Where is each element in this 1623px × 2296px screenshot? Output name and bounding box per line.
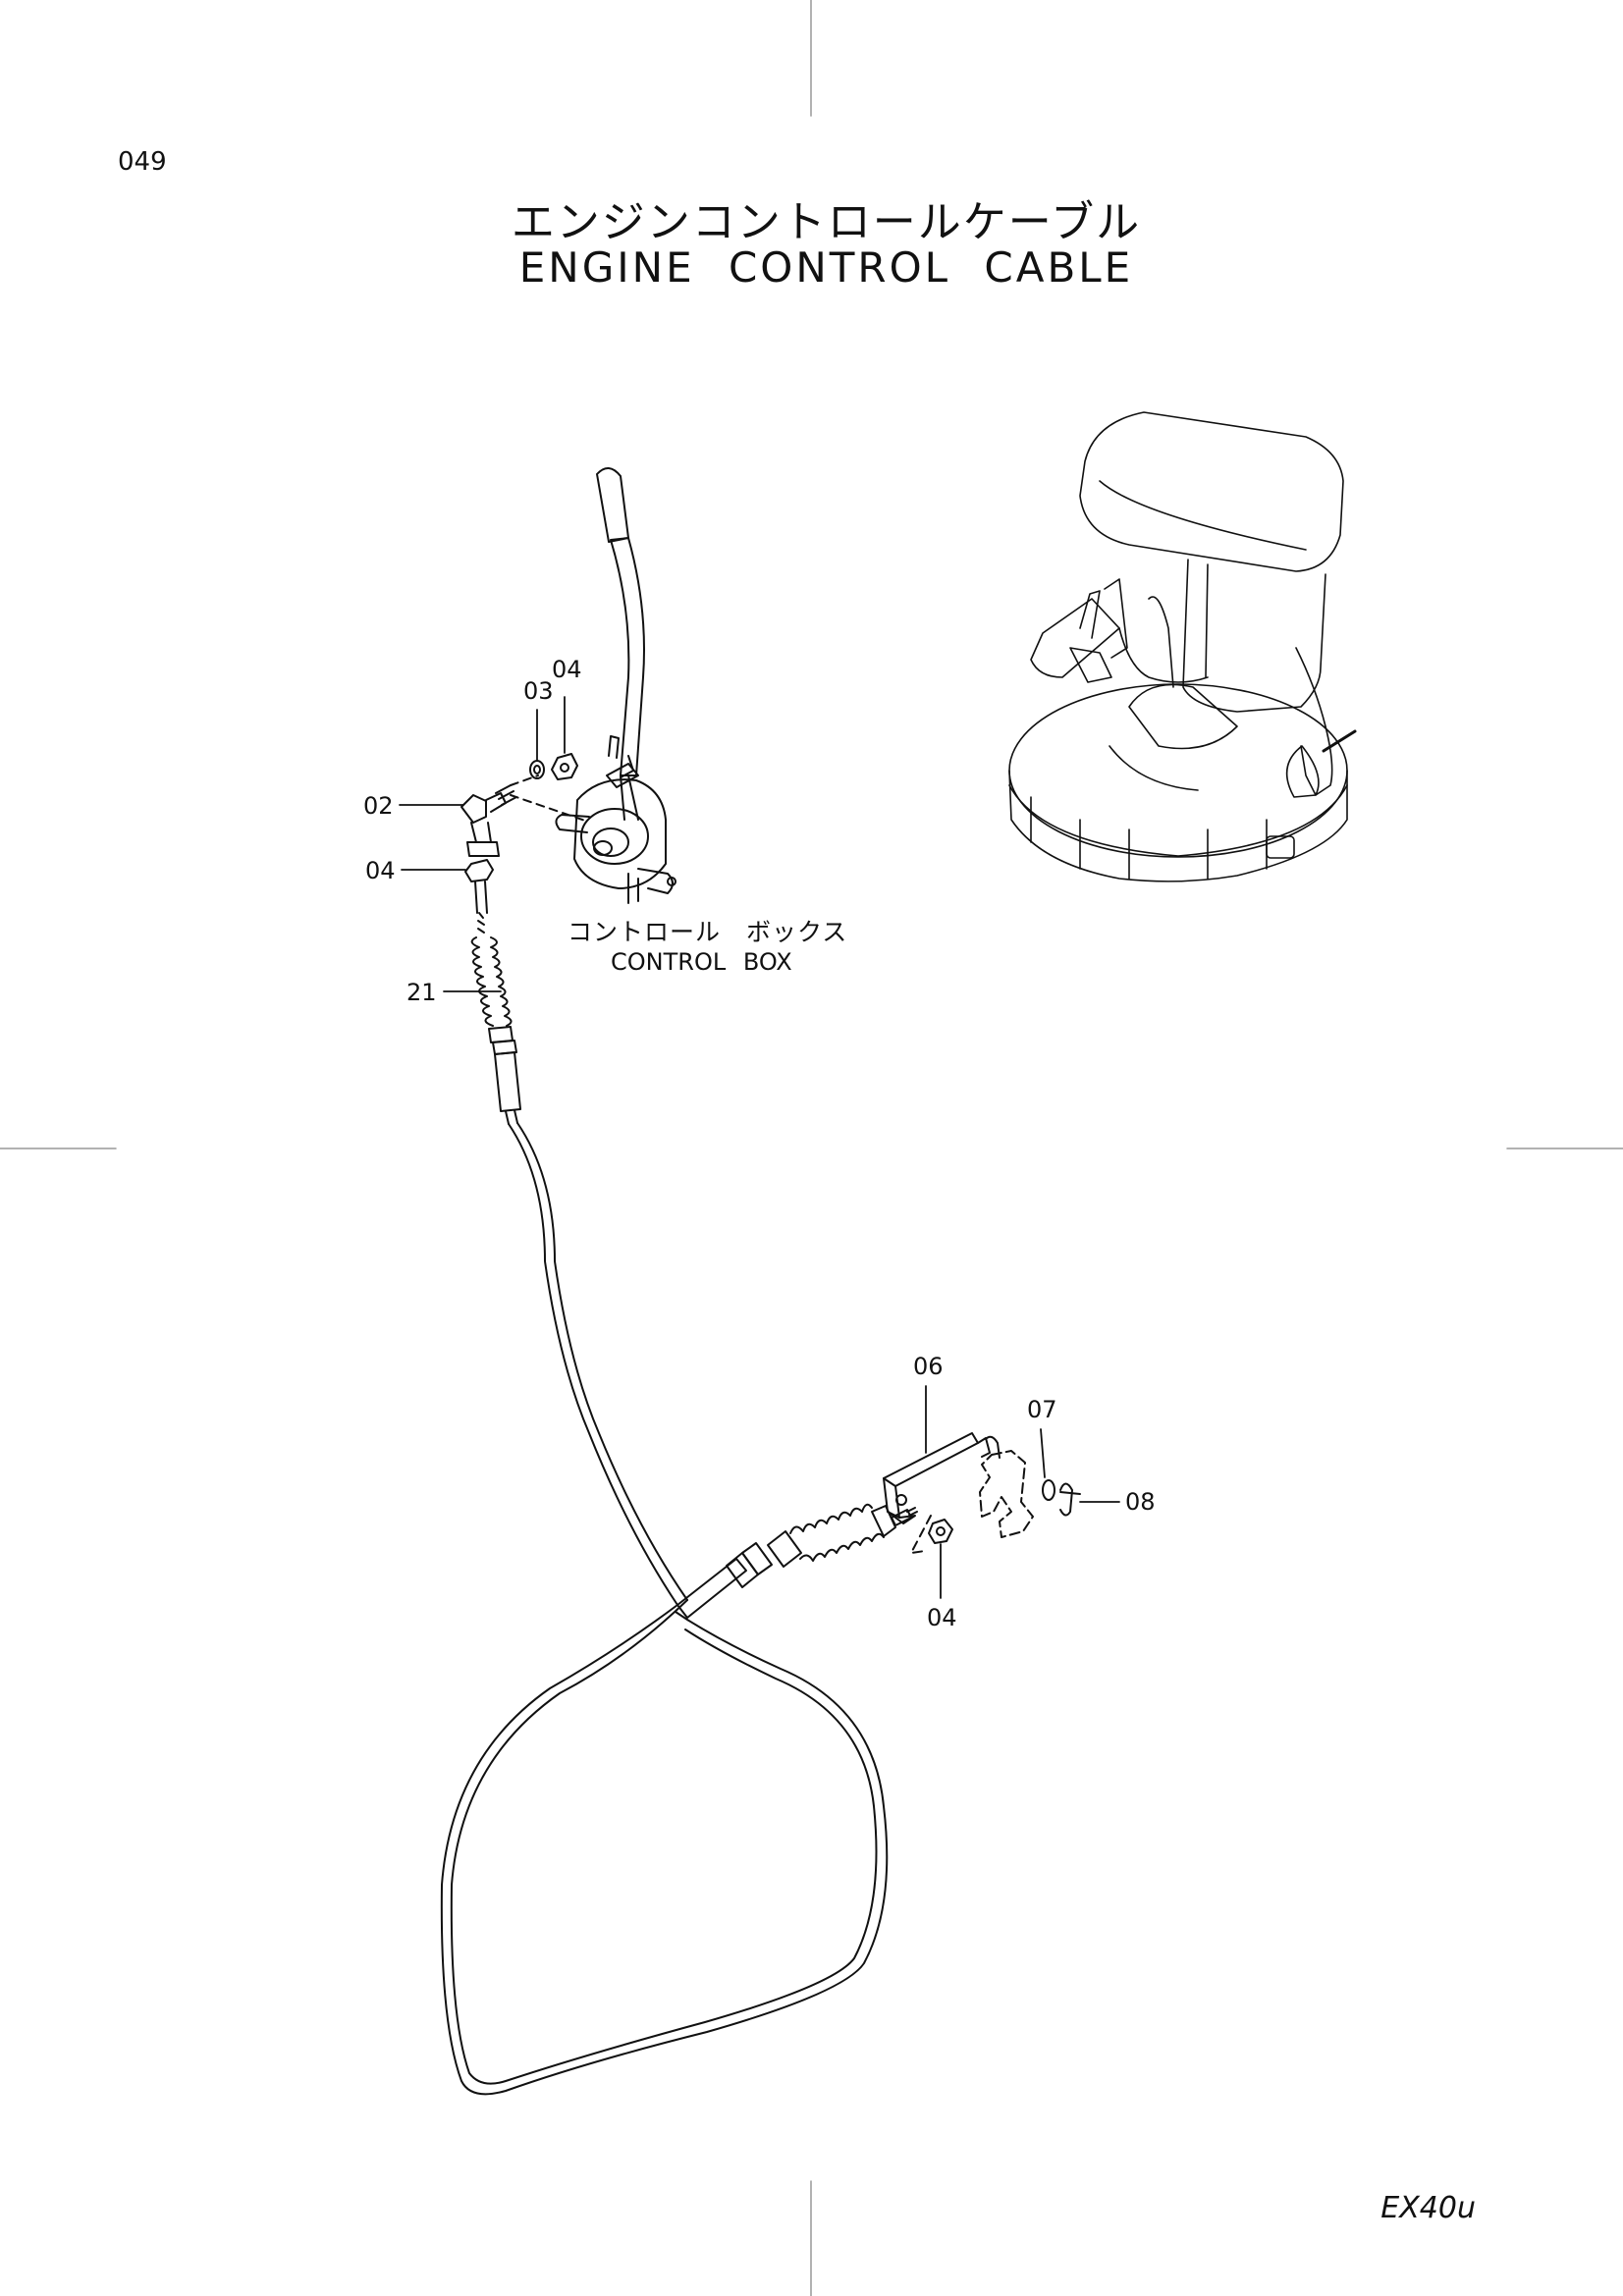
callout-04-left: 04 [365,857,396,884]
callout-21: 21 [406,979,437,1006]
callout-08: 08 [1125,1488,1156,1516]
callout-06: 06 [913,1353,944,1380]
model-code: EX40u [1380,2191,1476,2225]
engine-side-bracket [883,1432,1081,1554]
callout-02: 02 [363,792,394,820]
diagram-title-english: ENGINE CONTROL CABLE [518,243,1134,292]
callout-04-bottom: 04 [927,1604,957,1631]
control-box-label-japanese: コントロール ボックス [568,918,848,946]
callout-leader-lines [399,696,1120,1599]
control-box-label-english: CONTROL BOX [611,948,792,976]
callout-07: 07 [1027,1396,1057,1423]
joint-hardware [460,753,586,882]
engine-control-cable [440,881,918,2096]
callout-04-top: 04 [552,656,582,683]
callout-03: 03 [523,677,554,705]
control-box-assembly [555,467,676,904]
page-number: 049 [118,147,167,177]
diagram-title-japanese: エンジンコントロールケーブル [511,197,1142,247]
machine-locator-illustration [1008,411,1357,882]
